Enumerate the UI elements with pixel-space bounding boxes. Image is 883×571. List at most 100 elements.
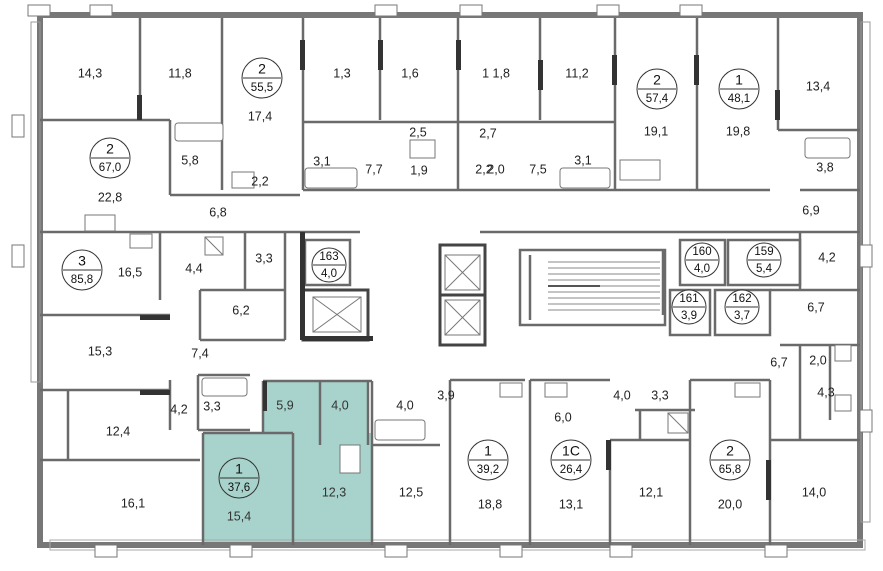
apartment-badge-dividers <box>63 77 780 479</box>
room-area: 1,9 <box>410 163 427 177</box>
apt-area: 85,8 <box>71 274 93 286</box>
apt-area: 67,0 <box>99 162 121 174</box>
room-area: 7,5 <box>529 162 546 176</box>
apt-type: 1 <box>235 461 243 477</box>
room-area: 3,3 <box>255 251 272 265</box>
apt-type: 1 <box>484 443 492 459</box>
bathtub-icon <box>304 167 358 189</box>
room-area: 12,3 <box>322 485 346 499</box>
room-area: 6,8 <box>209 205 226 219</box>
room-area: 7,4 <box>191 346 208 360</box>
storage-area: 4,0 <box>694 263 710 275</box>
room-area: 4,3 <box>817 385 834 399</box>
apt-area: 65,8 <box>719 464 741 476</box>
apt-type: 2 <box>258 61 266 77</box>
room-area: 11,8 <box>168 66 191 80</box>
selected-room-4-0[interactable] <box>320 381 368 445</box>
room-area: 6,2 <box>232 303 249 317</box>
room-area: 19,8 <box>726 124 750 138</box>
apt-type: 1С <box>562 443 580 459</box>
selected-room-15-4[interactable] <box>203 433 293 543</box>
room-area: 2,0 <box>487 162 504 176</box>
room-area: 5,9 <box>276 398 293 412</box>
sink-icon <box>339 444 361 474</box>
apt-type: 2 <box>106 141 114 157</box>
room-area: 1 1,8 <box>482 66 510 80</box>
storage-area: 4,0 <box>321 268 337 280</box>
room-area: 3,8 <box>816 160 833 174</box>
bathtub-icon <box>559 167 611 189</box>
sink-icon <box>619 159 661 181</box>
elevator-marks <box>204 236 689 434</box>
room-area: 7,7 <box>365 162 382 176</box>
room-area: 12,5 <box>399 485 423 499</box>
sink-icon <box>409 139 436 159</box>
bathtub-icon <box>201 377 248 397</box>
apt-area: 37,6 <box>228 482 250 494</box>
room-area: 11,2 <box>565 66 588 80</box>
room-area: 2,7 <box>479 126 496 140</box>
room-area: 3,3 <box>651 388 668 402</box>
room-area: 17,4 <box>248 109 272 123</box>
room-area: 4,0 <box>396 398 413 412</box>
apt-area: 39,2 <box>477 464 499 476</box>
sink-icon <box>544 382 568 398</box>
sink-icon <box>499 382 523 398</box>
room-area: 16,5 <box>118 265 142 279</box>
room-area: 13,4 <box>806 79 830 93</box>
room-area: 16,1 <box>121 496 145 510</box>
room-area: 14,3 <box>78 66 102 80</box>
fixtures <box>84 122 852 474</box>
room-area: 3,1 <box>313 154 330 168</box>
apt-area: 55,5 <box>251 82 273 94</box>
room-area: 6,9 <box>802 203 819 217</box>
wall-accents <box>137 40 780 500</box>
sink-icon <box>129 233 153 249</box>
room-area: 14,0 <box>802 485 826 499</box>
room-area: 4,2 <box>818 250 835 264</box>
room-area: 4,0 <box>613 388 630 402</box>
storage-area: 3,7 <box>734 310 750 322</box>
selected-room-5-9[interactable] <box>263 381 320 433</box>
apt-area: 48,1 <box>728 93 750 105</box>
room-area: 4,0 <box>331 398 348 412</box>
toilet-icon <box>834 344 852 362</box>
bathtub-icon <box>174 122 224 142</box>
bathtub-icon <box>374 419 426 441</box>
apt-area: 26,4 <box>560 464 583 476</box>
apt-type: 2 <box>653 72 661 88</box>
room-area: 2,0 <box>809 353 826 367</box>
room-area: 12,1 <box>639 485 663 499</box>
toilet-icon <box>834 394 852 412</box>
room-area: 2,5 <box>409 125 426 139</box>
room-area: 13,1 <box>559 497 583 511</box>
storage-num: 163 <box>319 251 338 263</box>
room-area: 12,4 <box>106 424 130 438</box>
room-area: 6,7 <box>770 355 787 369</box>
sink-icon <box>84 214 116 232</box>
sink-icon <box>734 382 761 398</box>
apt-area: 57,4 <box>646 93 669 105</box>
room-area: 15,3 <box>88 344 112 358</box>
room-area-labels: 14,3 11,8 17,4 1,3 1,6 1 1,8 11,2 19,1 1… <box>78 66 836 523</box>
room-area: 18,8 <box>478 497 502 511</box>
room-area: 1,6 <box>401 66 418 80</box>
room-area: 22,8 <box>98 190 122 204</box>
apt-type: 1 <box>735 72 743 88</box>
storage-area: 3,9 <box>681 310 697 322</box>
storage-num: 160 <box>692 246 711 258</box>
room-area: 15,4 <box>227 509 251 523</box>
apt-type: 2 <box>726 443 734 459</box>
room-area: 3,1 <box>574 153 591 167</box>
apt-type: 3 <box>78 253 86 269</box>
room-area: 1,3 <box>333 66 350 80</box>
room-area: 2,2 <box>475 162 492 176</box>
apartment-badge-labels: 2 55,5 2 57,4 1 48,1 2 67,0 3 85,8 1 37,… <box>71 61 774 494</box>
staircase <box>548 261 660 311</box>
room-area: 4,2 <box>170 402 187 416</box>
sink-icon <box>231 171 255 189</box>
room-area: 3,9 <box>437 388 454 402</box>
interior-walls <box>40 18 860 545</box>
room-area: 20,0 <box>718 497 742 511</box>
